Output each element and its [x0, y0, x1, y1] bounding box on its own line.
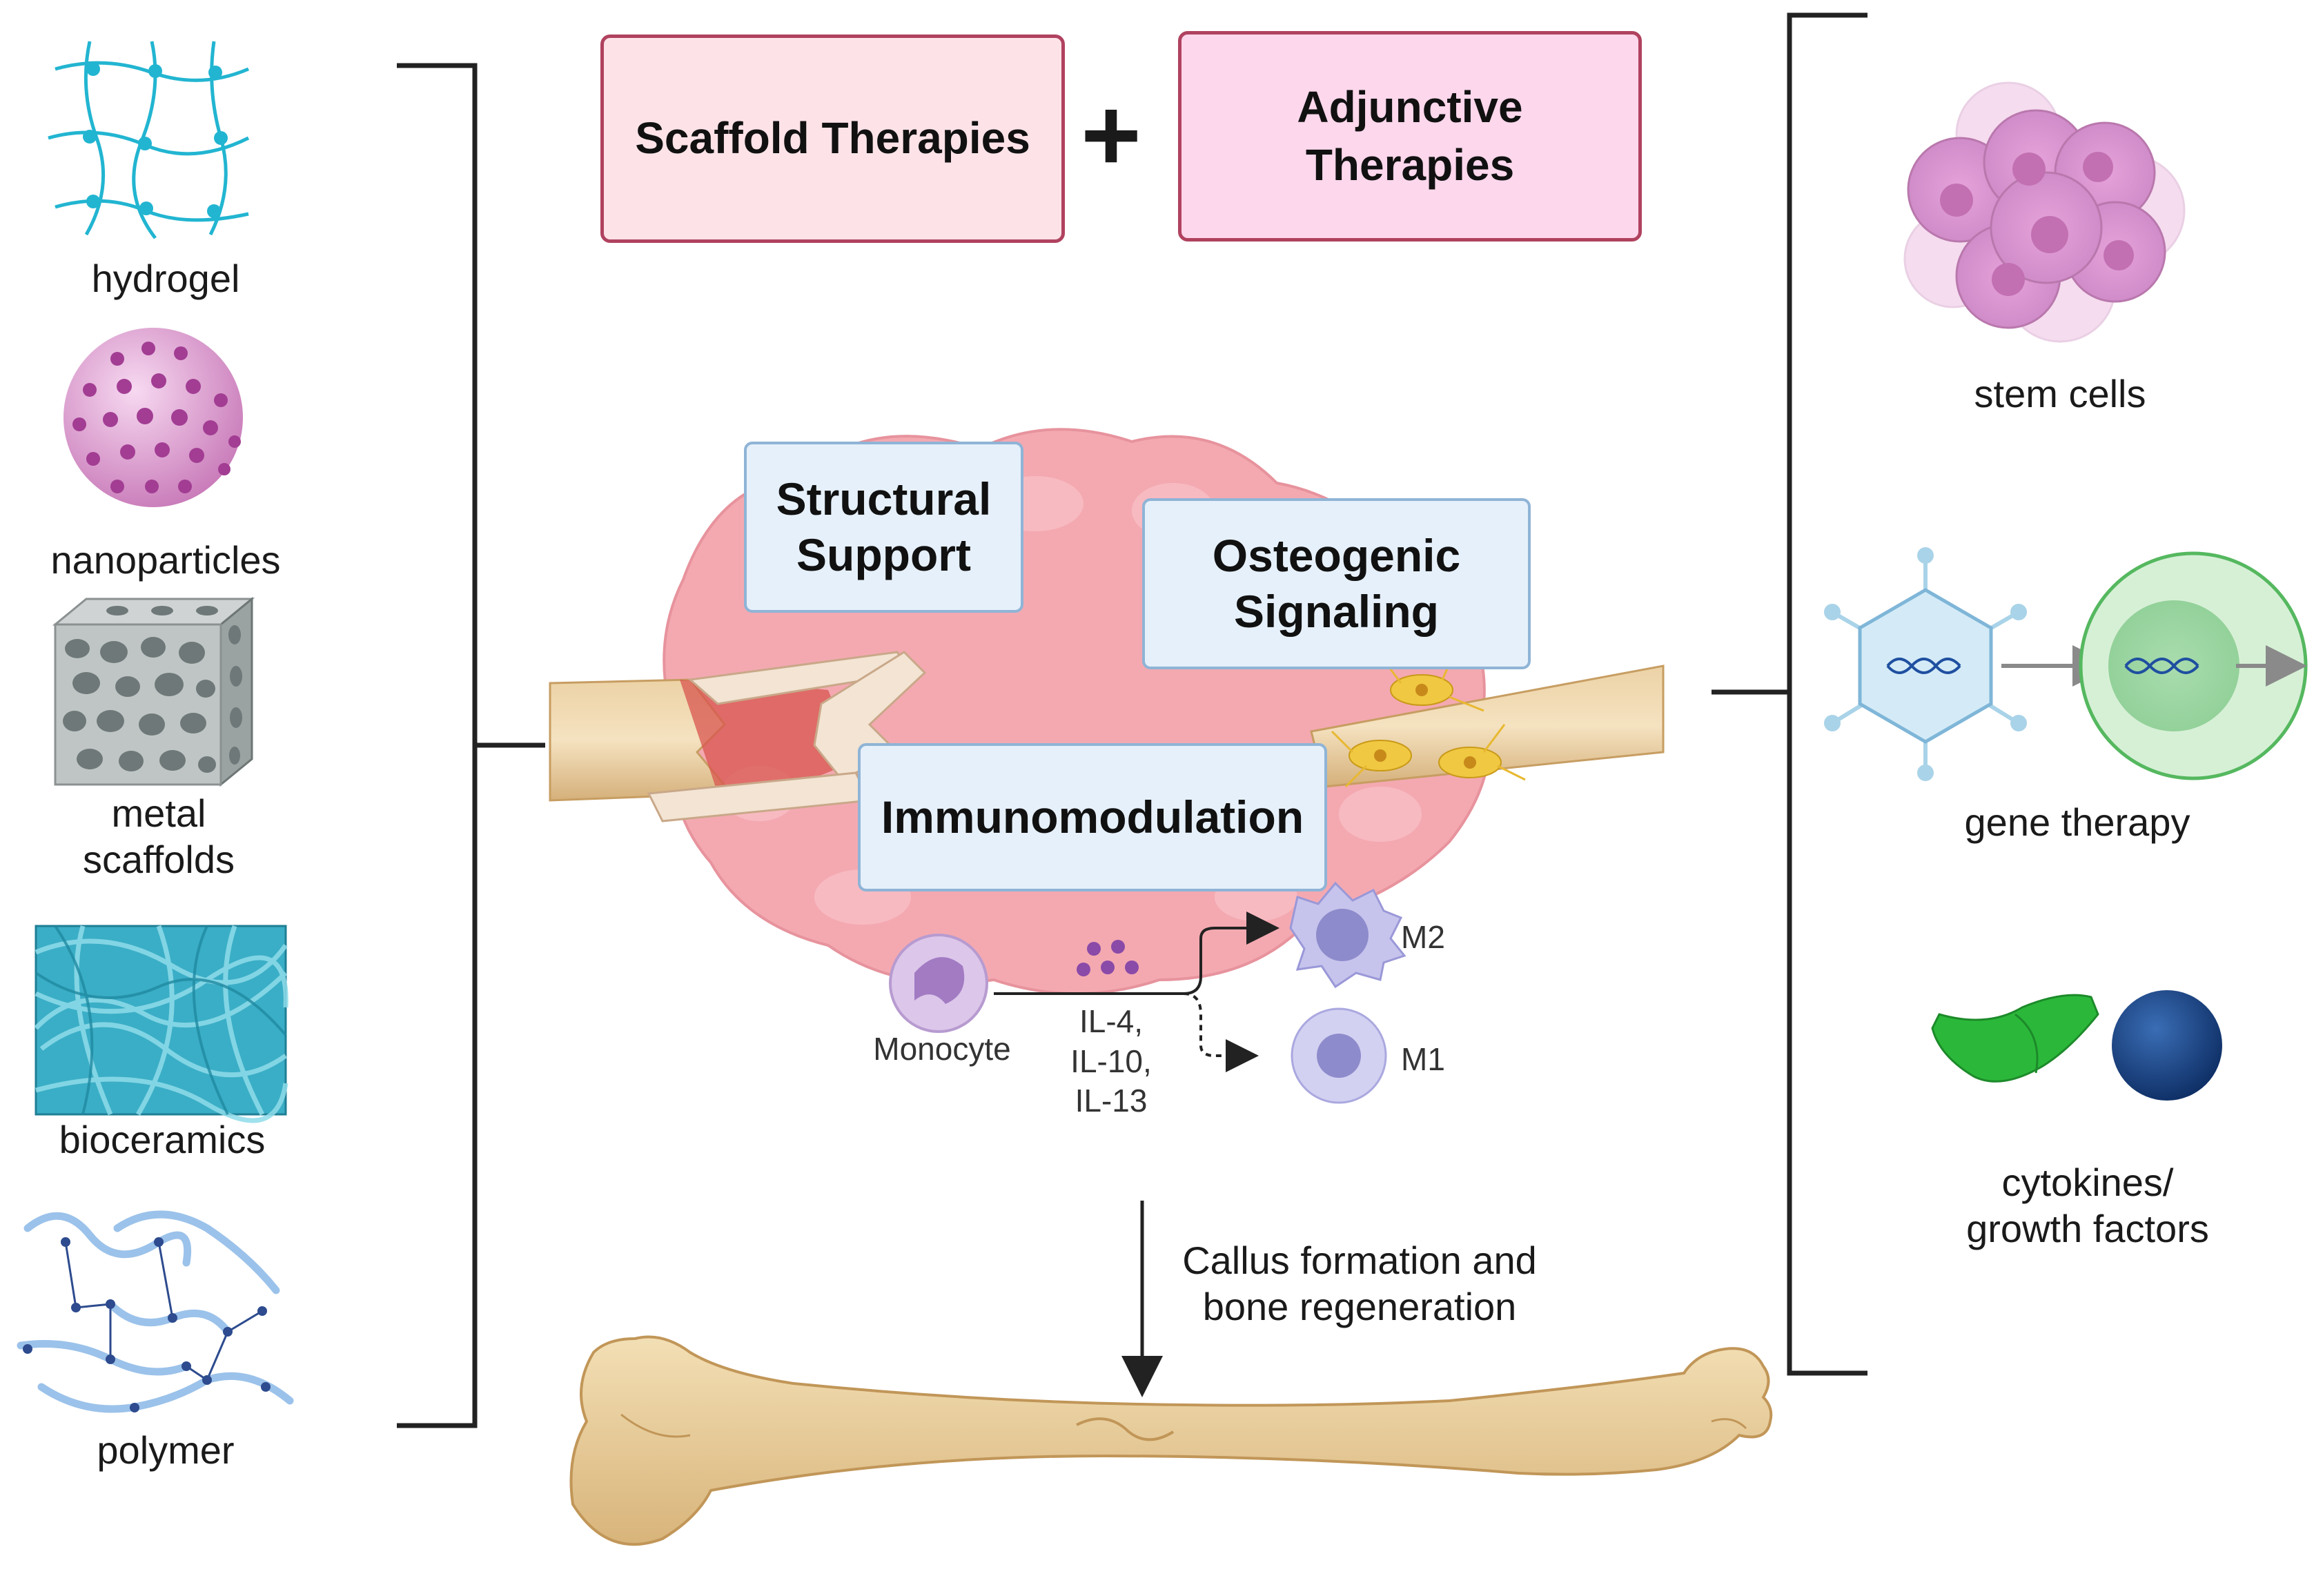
polymer-chain-icon: [17, 1210, 294, 1413]
right-bracket: [1712, 12, 1867, 1376]
m2-macrophage-cell: [1289, 881, 1406, 989]
immunomodulation-label: Immunomodulation: [881, 791, 1304, 843]
protein-icon: [1931, 990, 2222, 1101]
m2-label: M2: [1401, 919, 1445, 955]
cytokine-list-label: IL-4, IL-10, IL-13: [1070, 1003, 1152, 1119]
structural-support-box: Structural Support: [744, 442, 1023, 613]
adjunctive-therapies-label: Adjunctive Therapies: [1297, 82, 1523, 190]
callus-outcome-label: Callus formation and bone regeneration: [1182, 1239, 1537, 1329]
viral-vector-icon: [1824, 547, 2308, 781]
healed-bone-illustration: [569, 1335, 1773, 1546]
scaffold-therapies-box: Scaffold Therapies: [600, 35, 1065, 243]
immunomodulation-box: Immunomodulation: [858, 743, 1327, 891]
nanoparticle-sphere-icon: [63, 328, 243, 507]
stem-cell-cluster-icon: [1903, 81, 2186, 343]
adjunctive-therapies-box: Adjunctive Therapies: [1178, 31, 1642, 242]
bioceramic-fiber-icon: [34, 925, 288, 1123]
stem-cells-label: stem cells: [1974, 372, 2146, 415]
differentiation-arrows: [994, 912, 1279, 1072]
m1-label: M1: [1401, 1041, 1445, 1077]
plus-sign: +: [1081, 77, 1141, 193]
hydrogel-label: hydrogel: [91, 257, 240, 300]
polymer-label: polymer: [97, 1428, 235, 1472]
structural-support-label: Structural Support: [776, 473, 992, 580]
nanoparticles-label: nanoparticles: [50, 538, 281, 582]
scaffold-therapies-label: Scaffold Therapies: [635, 113, 1030, 164]
monocyte-cell: [889, 934, 988, 1033]
gene-therapy-label: gene therapy: [1964, 800, 2190, 844]
bioceramics-label: bioceramics: [59, 1118, 266, 1161]
m1-macrophage-cell: [1291, 1007, 1387, 1104]
monocyte-label: Monocyte: [873, 1031, 1011, 1067]
metal-scaffolds-label: metal scaffolds: [83, 791, 235, 882]
porous-metal-cube-icon: [52, 596, 255, 787]
left-bracket: [397, 63, 545, 1428]
cytokine-dots: [1077, 940, 1139, 976]
cytokines-growth-factors-label: cytokines/ growth factors: [1966, 1161, 2209, 1251]
osteogenic-signaling-label: Osteogenic Signaling: [1212, 530, 1461, 637]
hydrogel-network-icon: [48, 41, 250, 239]
osteogenic-signaling-box: Osteogenic Signaling: [1142, 498, 1531, 669]
